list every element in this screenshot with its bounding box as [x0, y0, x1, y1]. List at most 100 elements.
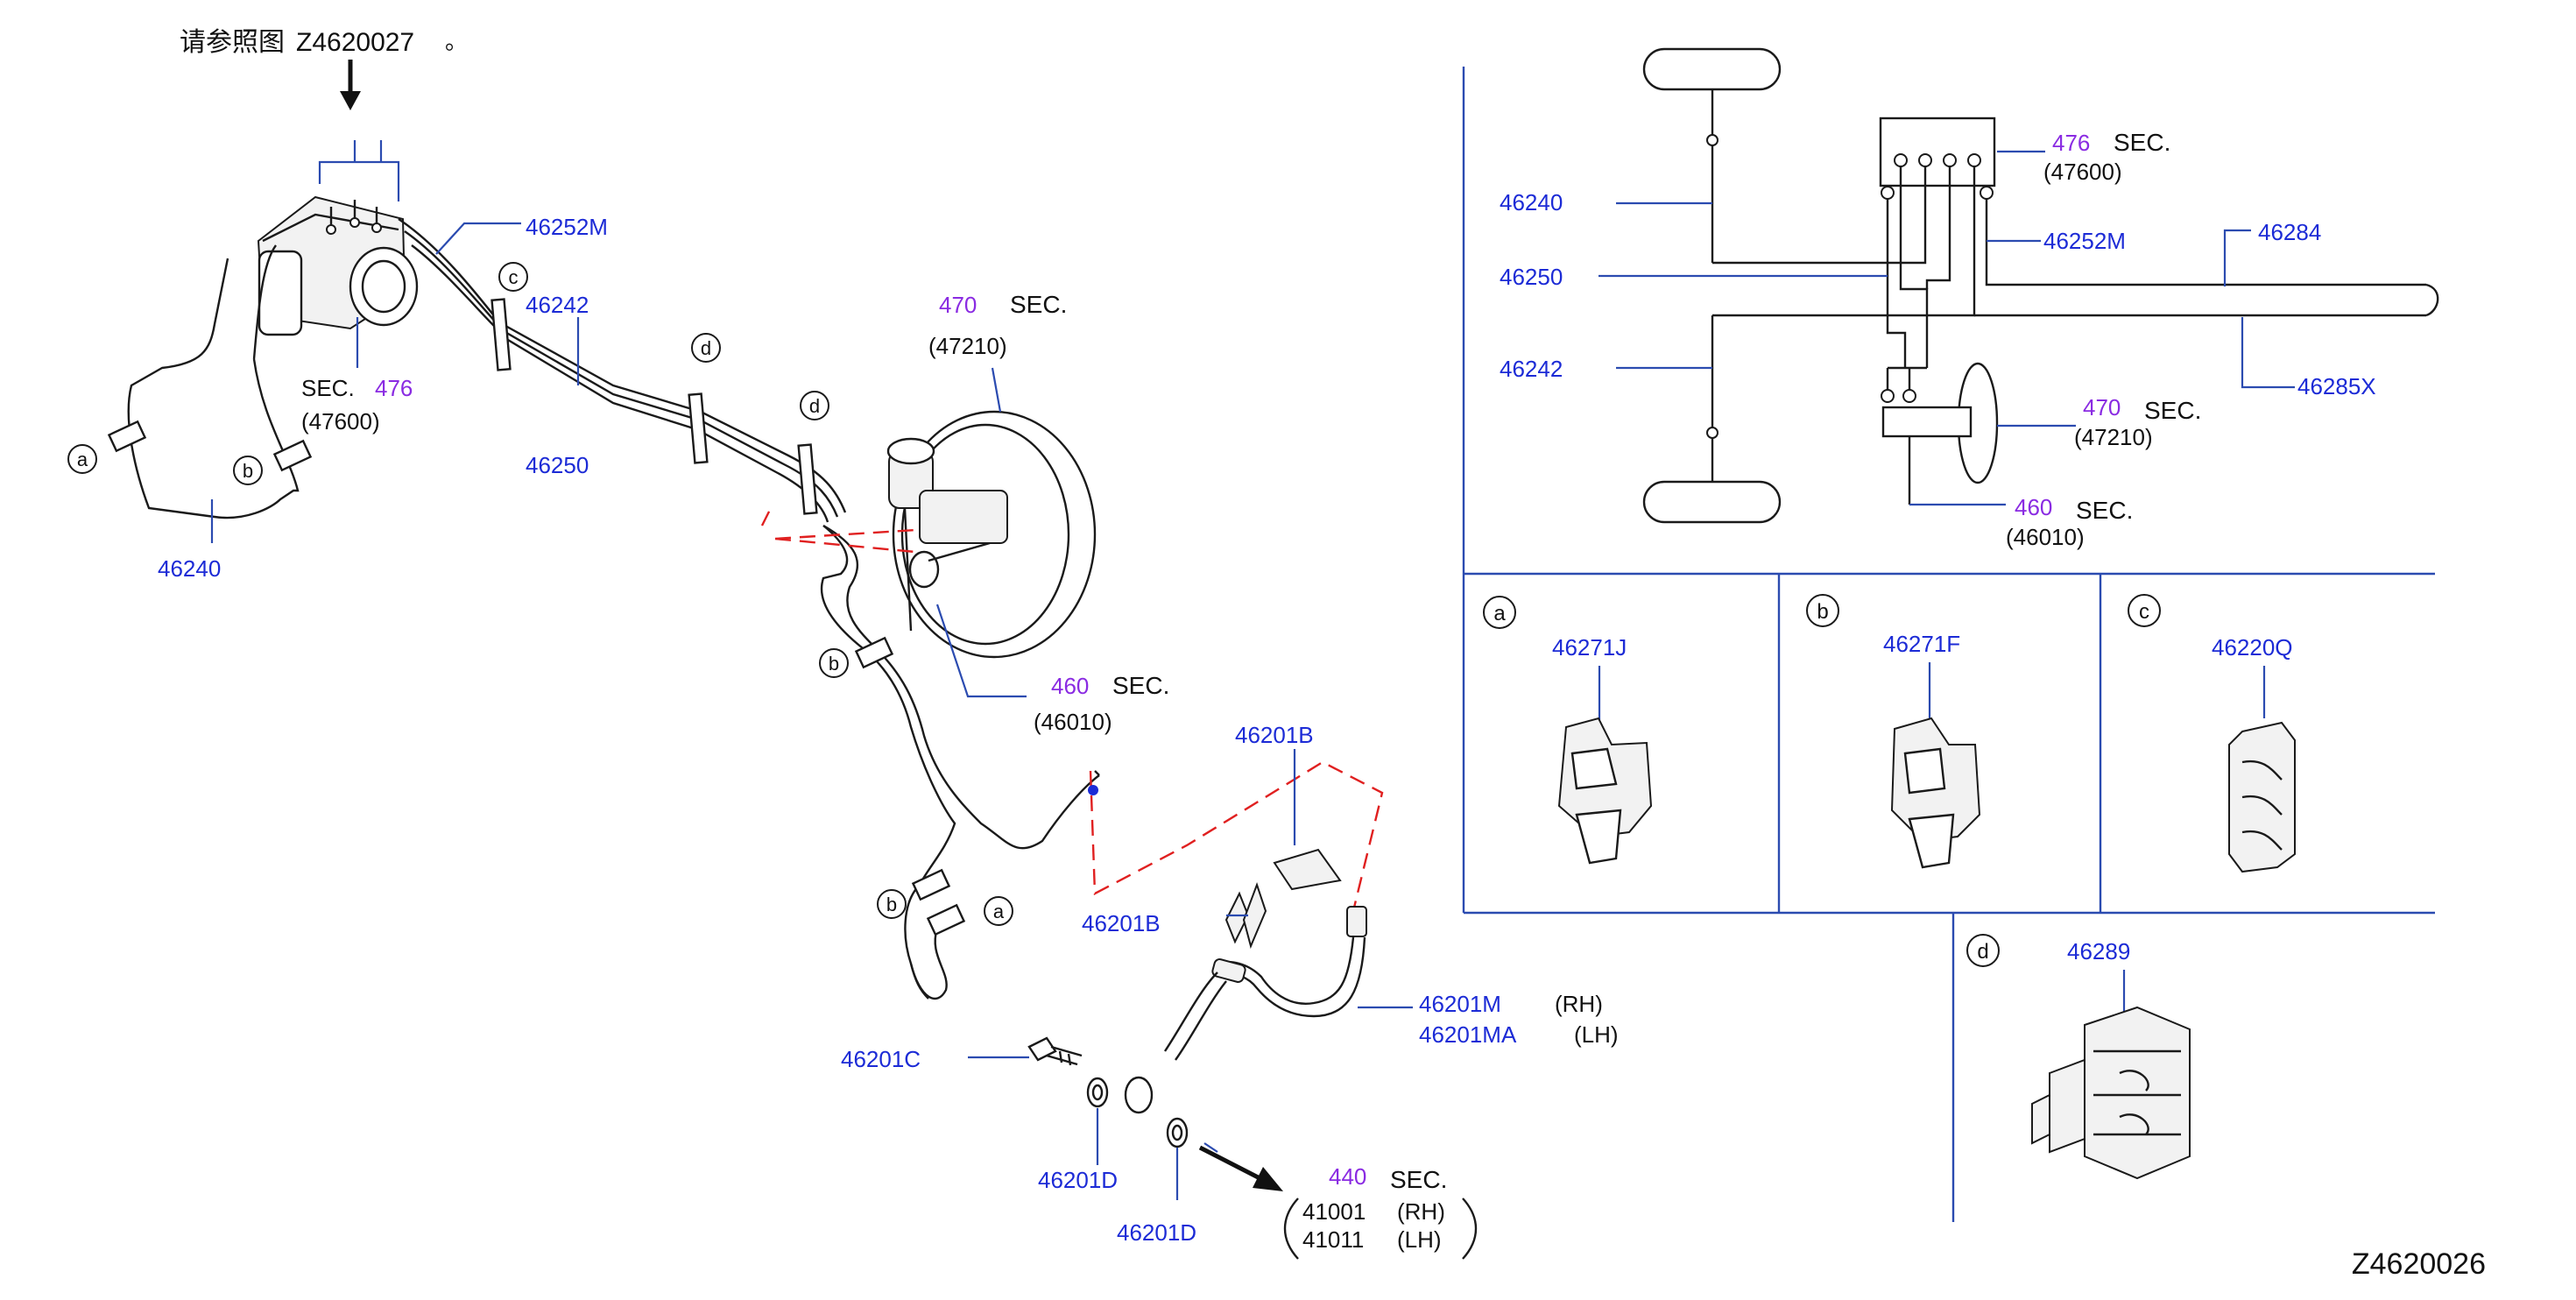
schematic-booster-sec-number: 470 [2083, 394, 2121, 420]
caliper-sec-label: SEC. [1390, 1166, 1447, 1193]
panel-c-part: 46220Q [2212, 634, 2293, 661]
schematic-label-46252m: 46252M [2043, 228, 2126, 254]
clip-letter-b-3-text: b [886, 894, 897, 915]
schematic-booster-sec-code: (47210) [2074, 424, 2153, 450]
washer-46201d-1 [1086, 1077, 1109, 1108]
abs-sec-code: (47600) [301, 408, 380, 435]
caliper-right-paren [1462, 1198, 1478, 1260]
label-46201b-top: 46201B [1235, 722, 1314, 748]
schematic-mc-sec-code: (46010) [2006, 524, 2085, 550]
clip-panel-c: c 46220Q [2128, 594, 2296, 873]
abs-actuator [257, 195, 419, 336]
label-46240: 46240 [158, 555, 221, 582]
wheel-rear-icon [1642, 480, 1782, 524]
clip-a-marker-low [926, 903, 966, 936]
label-46250: 46250 [526, 452, 589, 478]
clip-c-marker [490, 298, 512, 371]
piping-schematic: 46240 46250 46242 46252M 46284 46285X 47… [1462, 47, 2439, 913]
main-labels: 46252M 46242 46250 46240 SEC. 476 (47600… [158, 214, 1619, 1260]
schematic-label-46284: 46284 [2258, 219, 2321, 245]
washer-46201d-2 [1166, 1117, 1189, 1148]
clip-letter-a-1-text: a [77, 449, 88, 470]
abs-sec-label: SEC. [301, 375, 355, 401]
caliper-lh: (LH) [1397, 1226, 1442, 1253]
label-46252m: 46252M [526, 214, 608, 240]
caliper-rh: (RH) [1397, 1198, 1445, 1225]
clip-letter-b-2-text: b [829, 653, 839, 675]
clip-letter-b-3: b [877, 889, 907, 919]
main-assembly: c d d a b b b a [67, 140, 1413, 1200]
label-46201m-side: (RH) [1555, 991, 1603, 1017]
label-46201c: 46201C [841, 1046, 921, 1072]
caliper-code-lh: 41011 [1302, 1226, 1364, 1253]
master-cylinder [886, 437, 1008, 589]
clip-letter-d-2-text: d [809, 395, 820, 417]
clip-letter-b-1: b [233, 456, 263, 485]
clip-letter-a-1: a [67, 444, 97, 474]
clip-letter-b-2: b [819, 648, 849, 678]
label-46201ma-side: (LH) [1574, 1021, 1619, 1048]
clip-letter-c-text: c [509, 266, 519, 288]
schematic-label-46285x: 46285X [2297, 373, 2376, 399]
clip-letter-d-2: d [800, 391, 829, 420]
abs-sec-number: 476 [375, 375, 413, 401]
clip-panel-d: d 46289 [1966, 934, 2191, 1180]
clip-b-marker-left [272, 439, 313, 472]
clip-d-marker-1 [688, 392, 709, 464]
drawing-number: Z4620026 [2352, 1247, 2486, 1281]
panel-d-part: 46289 [2067, 938, 2130, 964]
panel-b-part: 46271F [1883, 631, 1960, 657]
clip-b-marker-mid [854, 636, 894, 669]
bracket-46201b [1224, 848, 1342, 950]
caliper-left-paren [1283, 1198, 1299, 1260]
clip-panel-b: b 46271F [1806, 594, 1981, 869]
clip-letter-d-1-text: d [701, 337, 711, 359]
schematic-abs-sec-code: (47600) [2043, 159, 2122, 185]
wheel-front-icon [1642, 47, 1782, 91]
clip-46220q-icon [2228, 721, 2296, 873]
caliper-arrow-head [1253, 1167, 1283, 1191]
mc-sec-code: (46010) [1034, 709, 1112, 735]
reference-suffix: 。 [445, 28, 468, 54]
reference-code: Z4620027 [296, 28, 414, 57]
caliper-sec-number: 440 [1329, 1163, 1366, 1190]
clip-letter-d-1: d [691, 333, 721, 363]
label-46242: 46242 [526, 292, 589, 318]
master-cylinder-schematic-icon [1881, 406, 1973, 438]
panel-a-part: 46271J [1552, 634, 1627, 661]
schematic-mc-sec-label: SEC. [2076, 497, 2133, 524]
clip-46271j-icon [1557, 717, 1653, 865]
schematic-label-46250: 46250 [1500, 264, 1563, 290]
booster-sec-label: SEC. [1010, 291, 1067, 318]
label-46201m: 46201M [1419, 991, 1501, 1017]
abs-box-icon [1879, 117, 1996, 187]
label-46201d-a: 46201D [1038, 1167, 1118, 1193]
clip-46271f-icon [1890, 717, 1981, 869]
clip-46289-icon [2031, 1006, 2191, 1180]
panel-c-letter: c [2139, 600, 2149, 624]
booster-sec-number: 470 [939, 292, 977, 318]
schematic-abs-sec-label: SEC. [2114, 129, 2170, 156]
caliper-code-rh: 41001 [1302, 1198, 1366, 1225]
clip-panel-a: a 46271J [1483, 596, 1653, 865]
brake-hose [1124, 906, 1367, 1114]
clip-a-marker-left [107, 420, 147, 453]
schematic-label-46240: 46240 [1500, 189, 1563, 215]
reference-note: 请参照图 Z4620027 。 [180, 28, 468, 110]
schematic-booster-sec-label: SEC. [2144, 397, 2201, 424]
clip-d-marker-2 [797, 443, 818, 515]
mc-sec-label: SEC. [1112, 672, 1169, 699]
bolt-46201c [1027, 1036, 1083, 1066]
label-46201d-b: 46201D [1117, 1219, 1196, 1246]
pipe-bundle [398, 218, 847, 523]
reference-prefix: 请参照图 [180, 28, 285, 57]
booster-sec-code: (47210) [928, 333, 1007, 359]
schematic-abs-sec-number: 476 [2052, 130, 2090, 156]
caliper-arrow-shaft [1198, 1145, 1270, 1185]
label-46201b-left: 46201B [1082, 910, 1161, 936]
hose-end-dot [1088, 785, 1098, 795]
clip-letter-c: c [498, 262, 528, 292]
panel-d-letter: d [1977, 940, 1988, 964]
clip-letter-a-2-text: a [993, 901, 1005, 922]
